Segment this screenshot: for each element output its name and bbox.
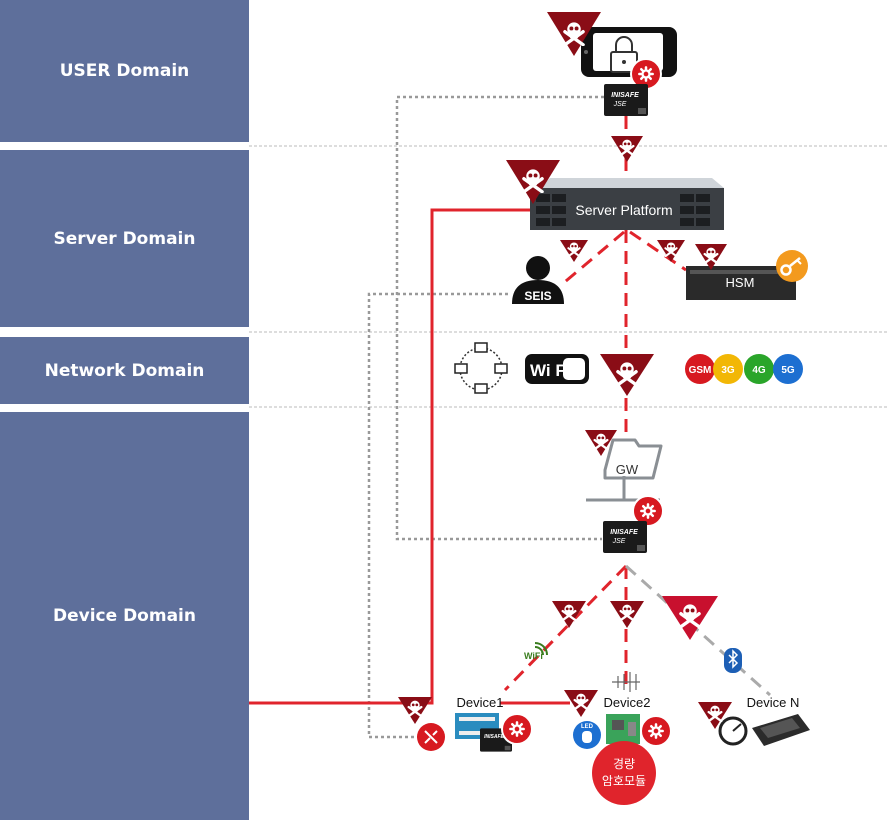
server-domain-label: Server Domain — [0, 150, 249, 327]
device2-crypto-gear-icon — [640, 715, 672, 747]
threat-marker-bluetooth-link — [662, 596, 718, 640]
svg-text:WiFi: WiFi — [524, 651, 543, 661]
threat-marker-rf-link — [610, 601, 644, 628]
5g-badge: 5G — [781, 365, 795, 376]
gw-devicen-line — [624, 564, 772, 697]
svg-text:JSE: JSE — [613, 101, 627, 108]
gw-secure-chip: INISAFE JSE — [603, 521, 647, 553]
phone-secure-chip: INISAFE JSE — [604, 84, 648, 116]
server-platform: Server Platform — [530, 178, 724, 230]
hsm-label: HSM — [726, 275, 755, 290]
device1-secure-chip: INISAFE — [480, 728, 512, 752]
threat-marker-devicen — [698, 702, 732, 729]
key-icon — [776, 250, 808, 282]
bluetooth-icon — [724, 648, 742, 673]
threat-path-lines — [503, 116, 687, 692]
gw-crypto-gear-icon — [632, 495, 664, 527]
threat-marker-network — [600, 354, 654, 396]
device2-led-icon: LED — [573, 721, 601, 749]
device1-board — [455, 713, 499, 739]
4g-badge: 4G — [752, 365, 766, 376]
svg-text:INISAFE: INISAFE — [610, 529, 638, 536]
threat-marker-server-link — [657, 240, 685, 262]
seis-label: SEIS — [524, 289, 551, 303]
devicen-gauge-icon — [718, 716, 748, 746]
mobile-network-badges: GSM 3G 4G 5G — [685, 354, 803, 384]
svg-text:INISAFE: INISAFE — [484, 734, 504, 740]
threat-marker-phone — [547, 12, 601, 56]
device1-sensor-icon — [417, 723, 445, 751]
gateway-icon: GW — [586, 438, 663, 502]
user-domain-label: USER Domain — [0, 0, 249, 142]
device2-label: Device2 — [604, 695, 651, 710]
svg-text:암호모듈: 암호모듈 — [602, 774, 646, 788]
3g-badge: 3G — [721, 365, 735, 376]
server-platform-label: Server Platform — [575, 202, 672, 218]
direct-link-line — [249, 208, 530, 705]
svg-text:LED: LED — [581, 724, 594, 730]
lan-network-icon — [454, 342, 508, 394]
threat-marker-device2 — [564, 690, 598, 717]
threat-marker-seis-link — [560, 240, 588, 262]
network-domain-label: Network Domain — [0, 337, 249, 404]
devicen-board — [752, 714, 810, 746]
threat-marker-device1 — [398, 697, 432, 724]
wifi-text: Wi Fi — [530, 361, 570, 380]
svg-text:경량: 경량 — [613, 757, 635, 771]
device-domain-label: Device Domain — [0, 412, 249, 820]
gsm-badge: GSM — [689, 365, 712, 376]
smartphone-icon — [581, 27, 677, 77]
secure-channel-lines — [367, 95, 604, 739]
small-wifi-icon: WiFi — [524, 642, 548, 661]
threat-marker-hsm — [695, 244, 727, 270]
lightweight-crypto-module-badge: 경량 암호모듈 — [592, 741, 656, 805]
seis-operator-icon: SEIS — [512, 256, 564, 304]
device2-board — [606, 714, 640, 744]
device1-crypto-gear-icon — [501, 713, 533, 745]
threat-marker-gw — [585, 430, 617, 456]
svg-text:INISAFE: INISAFE — [611, 92, 639, 99]
antenna-icon — [612, 672, 640, 692]
device1-label: Device1 — [457, 695, 504, 710]
domain-separators — [249, 145, 888, 408]
wifi-logo: Wi Fi — [525, 354, 589, 384]
threat-marker-user-server — [611, 136, 643, 162]
svg-text:JSE: JSE — [612, 538, 626, 545]
gw-label: GW — [616, 462, 639, 477]
devicen-label: Device N — [747, 695, 800, 710]
threat-marker-wifi-link — [552, 601, 586, 628]
threat-marker-server — [506, 160, 560, 204]
